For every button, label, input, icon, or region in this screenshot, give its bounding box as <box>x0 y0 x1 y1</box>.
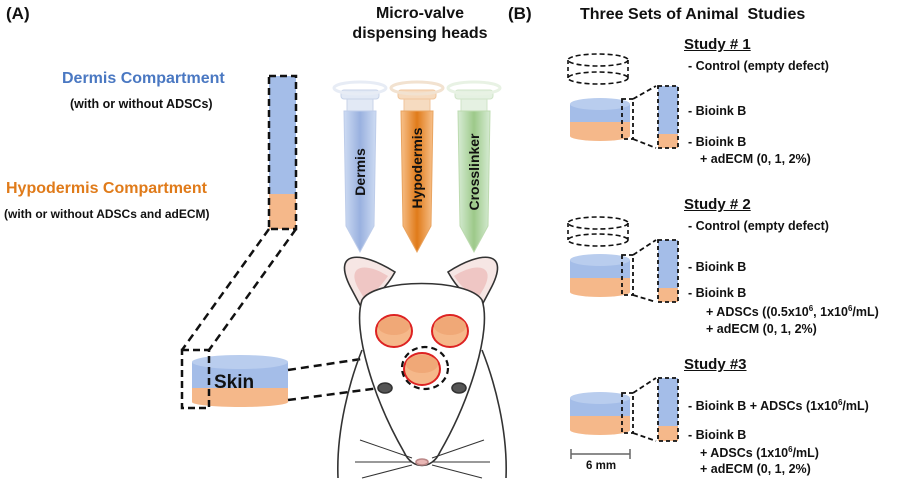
compartment-bar-s1 <box>657 85 679 149</box>
skin-label: Skin <box>214 372 255 393</box>
study3-item2-line1: - Bioink B <box>688 428 747 442</box>
study1-item2-line1: - Bioink B <box>688 135 747 149</box>
heads-title: Micro-valve dispensing heads <box>320 4 520 44</box>
study1-item2-line2: + adECM (0, 1, 2%) <box>700 152 811 166</box>
study3-title: Study #3 <box>684 356 747 373</box>
wound-sites <box>375 314 469 391</box>
scaffold-disc-s1 <box>570 98 630 141</box>
study1-item1: - Bioink B <box>688 104 747 118</box>
syringe-label-hypodermis: Hypodermis <box>409 127 425 209</box>
scaffold-disc-s2 <box>570 254 630 297</box>
projection-line <box>180 228 271 351</box>
study2-item2-line2: + ADSCs ((0.5x106, 1x106/mL) <box>706 304 879 320</box>
compartment-bar-s2 <box>657 239 679 303</box>
projection-line <box>287 350 409 372</box>
heads-title-line2: dispensing heads <box>352 25 488 42</box>
syringe-hypodermis <box>389 80 445 254</box>
study3-item2-line3: + adECM (0, 1, 2%) <box>700 462 811 476</box>
hypodermis-title: Hypodermis Compartment <box>6 180 207 197</box>
syringe-crosslinker <box>446 80 502 254</box>
study2-item1: - Bioink B <box>688 260 747 274</box>
dermis-title: Dermis Compartment <box>62 70 225 87</box>
compartment-bar-s3 <box>657 377 679 442</box>
study3-item1: - Bioink B + ADSCs (1x106/mL) <box>688 398 869 414</box>
study1-control: - Control (empty defect) <box>688 59 829 73</box>
study2-item2-line1: - Bioink B <box>688 286 747 300</box>
study1-title: Study # 1 <box>684 36 751 53</box>
study2-item2-line3: + adECM (0, 1, 2%) <box>706 322 817 336</box>
heads-title-line1: Micro-valve <box>375 5 465 22</box>
panel-b-label: (B) <box>508 4 532 23</box>
syringe-label-dermis: Dermis <box>352 148 368 196</box>
scaffold-disc-s3 <box>570 392 630 435</box>
study2-control: - Control (empty defect) <box>688 219 829 233</box>
skin-section-box <box>180 348 211 410</box>
syringe-dermis <box>332 80 388 254</box>
scale-label: 6 mm <box>586 460 617 472</box>
study2-title: Study # 2 <box>684 196 751 213</box>
scale-bar <box>570 449 631 459</box>
syringe-label-crosslinker: Crosslinker <box>466 133 482 211</box>
panel-a-label: (A) <box>6 4 30 23</box>
projection-line <box>287 382 411 402</box>
panel-b-title: Three Sets of Animal Studies <box>580 6 806 23</box>
skin-disc <box>192 355 288 407</box>
hypodermis-subtitle: (with or without ADSCs and adECM) <box>4 207 210 221</box>
dermis-subtitle: (with or without ADSCs) <box>70 97 213 111</box>
empty-defect-s1 <box>567 53 629 67</box>
compartment-bar <box>267 74 298 231</box>
empty-defect-s2 <box>567 216 629 230</box>
study3-item2-line2: + ADSCs (1x106/mL) <box>700 445 819 461</box>
projection-line <box>207 228 298 351</box>
